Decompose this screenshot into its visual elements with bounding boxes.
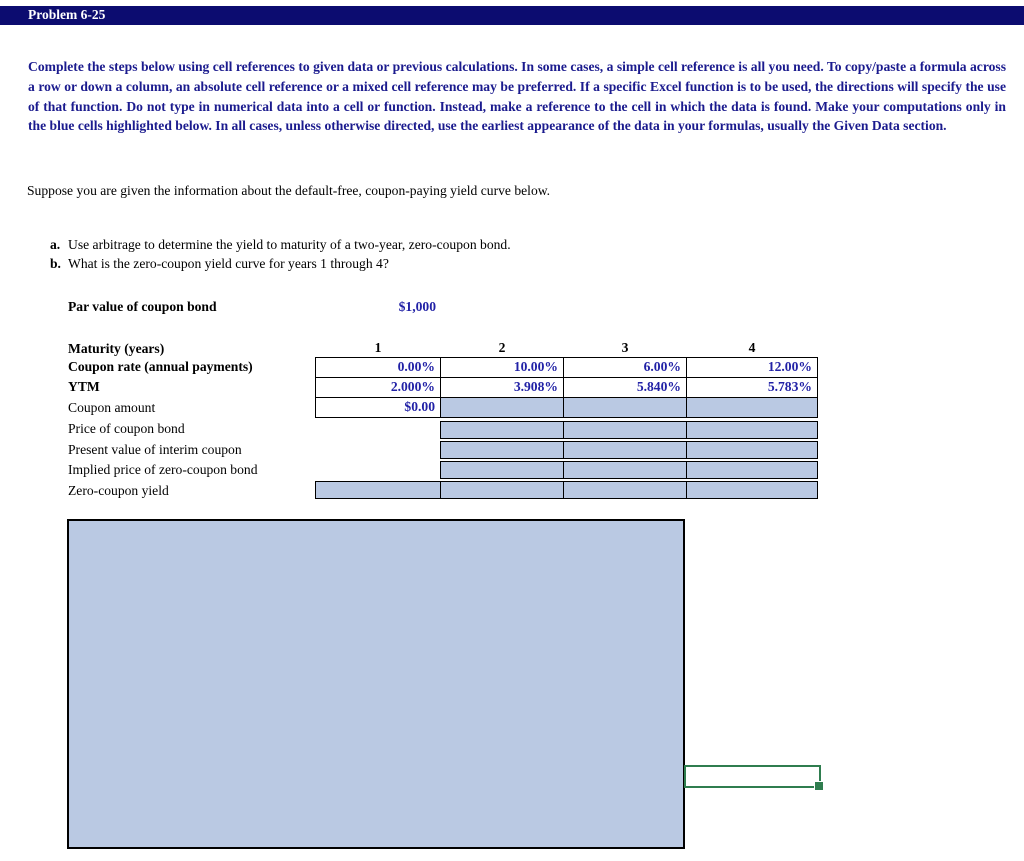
row-label-ytm: YTM [68, 379, 100, 394]
workspace-panel[interactable] [67, 519, 685, 849]
question-a-label: a. [50, 237, 61, 252]
input-cell-coupon-amount-y3[interactable] [563, 397, 687, 418]
table-row-coupon-rate: 0.00% 10.00% 6.00% 12.00% [0, 357, 820, 378]
input-cell-zero-yield-y1[interactable] [315, 481, 441, 499]
cell-coupon-rate-y3[interactable]: 6.00% [563, 357, 687, 378]
input-cell-price-y3[interactable] [563, 421, 687, 439]
input-cell-coupon-amount-y2[interactable] [440, 397, 564, 418]
cell-coupon-rate-y4[interactable]: 12.00% [686, 357, 818, 378]
cell-coupon-rate-y1[interactable]: 0.00% [315, 357, 441, 378]
table-row-implied-price-zero [0, 461, 820, 479]
question-a: a. Use arbitrage to determine the yield t… [50, 237, 511, 253]
maturity-row-label: Maturity (years) [68, 341, 165, 356]
table-row-ytm: 2.000% 3.908% 5.840% 5.783% [0, 377, 820, 398]
input-cell-price-y4[interactable] [686, 421, 818, 439]
table-row-coupon-amount: $0.00 [0, 397, 820, 418]
table-row-price-coupon-bond [0, 421, 820, 439]
row-label-coupon-amount: Coupon amount [68, 400, 156, 415]
input-cell-pv-y2[interactable] [440, 441, 564, 459]
cell-coupon-rate-y2[interactable]: 10.00% [440, 357, 564, 378]
active-cell-selection[interactable] [684, 765, 824, 791]
input-cell-coupon-amount-y4[interactable] [686, 397, 818, 418]
input-cell-pv-y4[interactable] [686, 441, 818, 459]
row-label-coupon-rate: Coupon rate (annual payments) [68, 359, 253, 374]
input-cell-price-y2[interactable] [440, 421, 564, 439]
row-label-price-coupon-bond: Price of coupon bond [68, 421, 185, 436]
question-b: b. What is the zero-coupon yield curve fo… [50, 256, 389, 272]
input-cell-implied-y2[interactable] [440, 461, 564, 479]
question-b-label: b. [50, 256, 61, 271]
par-value-label: Par value of coupon bond [68, 299, 217, 314]
question-b-text: What is the zero-coupon yield curve for … [68, 256, 389, 271]
problem-title: Problem 6-25 [28, 7, 106, 22]
input-cell-zero-yield-y4[interactable] [686, 481, 818, 499]
table-row-zero-coupon-yield [0, 481, 820, 499]
input-cell-zero-yield-y3[interactable] [563, 481, 687, 499]
table-row-pv-interim-coupon [0, 441, 820, 459]
input-cell-zero-yield-y2[interactable] [440, 481, 564, 499]
col-header-year-4: 4 [748, 340, 756, 355]
input-cell-pv-y3[interactable] [563, 441, 687, 459]
cell-ytm-y3[interactable]: 5.840% [563, 377, 687, 398]
input-cell-implied-y3[interactable] [563, 461, 687, 479]
col-header-year-2: 2 [498, 340, 506, 355]
row-label-zero-coupon-yield: Zero-coupon yield [68, 483, 169, 498]
cell-coupon-amount-y1[interactable]: $0.00 [315, 397, 441, 418]
instructions-paragraph: Complete the steps below using cell refe… [28, 59, 1006, 134]
col-header-year-1: 1 [374, 340, 382, 355]
input-cell-implied-y4[interactable] [686, 461, 818, 479]
problem-title-bar: Problem 6-25 [0, 6, 1024, 25]
cell-ytm-y2[interactable]: 3.908% [440, 377, 564, 398]
row-label-pv-interim-coupon: Present value of interim coupon [68, 442, 242, 457]
row-label-implied-price-zero: Implied price of zero-coupon bond [68, 462, 258, 477]
cell-ytm-y4[interactable]: 5.783% [686, 377, 818, 398]
par-value-cell[interactable]: $1,000 [398, 299, 436, 314]
question-a-text: Use arbitrage to determine the yield to … [68, 237, 511, 252]
col-header-year-3: 3 [621, 340, 629, 355]
cell-ytm-y1[interactable]: 2.000% [315, 377, 441, 398]
intro-text: Suppose you are given the information ab… [27, 183, 551, 198]
fill-handle[interactable] [814, 781, 824, 791]
